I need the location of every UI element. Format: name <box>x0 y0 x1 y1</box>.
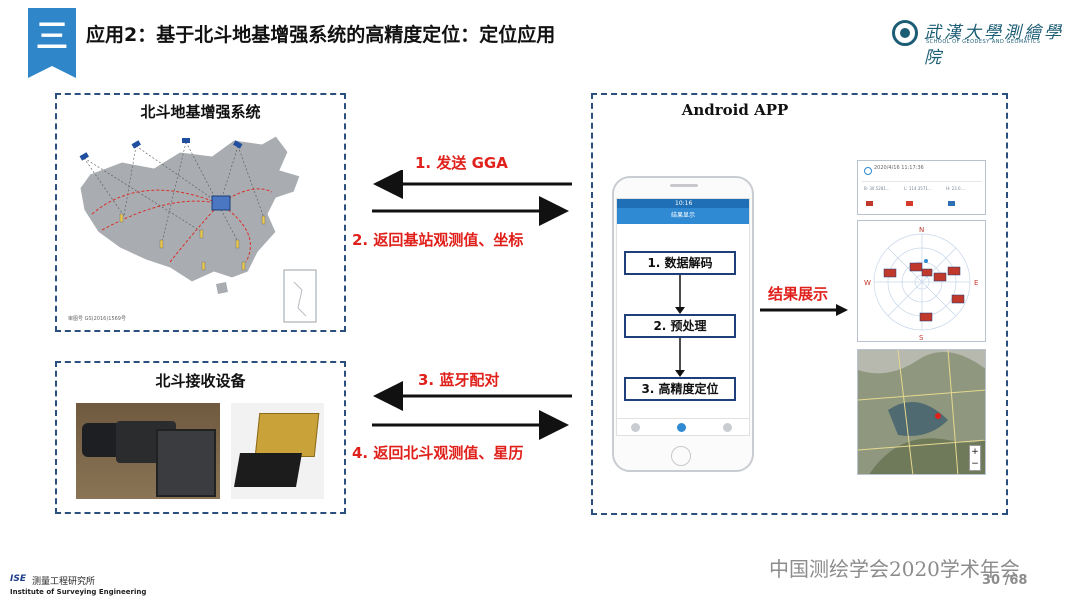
phone-speaker <box>670 184 698 187</box>
university-logo-icon <box>892 20 918 46</box>
position-marker-icon <box>935 413 941 419</box>
step-decode: 1. 数据解码 <box>624 251 736 275</box>
phone-home-button[interactable] <box>671 446 691 466</box>
flag-icon <box>948 201 955 206</box>
status-time: 10:16 <box>675 200 693 207</box>
arrow-label-4: 4. 返回北斗观测值、星历 <box>352 444 524 462</box>
receiver-photo-2 <box>231 403 324 499</box>
app-title-bar: 结果显示 <box>617 208 749 224</box>
station-icon <box>159 239 164 249</box>
china-map-illustration: 审图号 GS(2016)1569号 <box>68 135 317 323</box>
android-app-title: Android APP <box>681 101 789 119</box>
satellite-flag-icon <box>883 268 897 278</box>
page-title: 应用2：基于北斗地基增强系统的高精度定位：定位应用 <box>86 24 556 46</box>
arrow-label-2: 2. 返回基站观测值、坐标 <box>352 231 524 249</box>
satellite-icon <box>182 138 190 143</box>
section-glyph: 三 <box>35 17 68 55</box>
zoom-control: + − <box>969 445 981 471</box>
station-icon <box>201 261 206 271</box>
org-english-name: Institute of Surveying Engineering <box>10 588 147 596</box>
satellite-flag-icon <box>919 312 933 322</box>
result-info-panel: 2020/4/16 11:17:36 B: 30.5281... L: 114.… <box>857 160 986 215</box>
skyplot-chart: N S E W <box>864 226 978 342</box>
home-tab-icon[interactable] <box>631 423 640 432</box>
cors-system-box <box>55 93 346 332</box>
receiver-photo-1 <box>76 403 220 499</box>
satellite-icon <box>79 152 89 161</box>
result-datetime: 2020/4/16 11:17:36 <box>874 165 924 171</box>
logo-chinese-name: 武漢大學測繪學院 <box>924 23 1064 68</box>
zoom-out-button[interactable]: − <box>971 459 979 469</box>
flag-icon <box>906 201 913 206</box>
flow-arrows <box>675 275 685 377</box>
station-icon <box>241 261 246 271</box>
logo-english-name: SCHOOL OF GEODESY AND GEOMATICS <box>926 39 1041 45</box>
map-panel: + − <box>857 349 986 475</box>
station-icon <box>199 229 204 239</box>
comm-arrows <box>372 170 572 440</box>
android-app-box <box>591 93 1008 515</box>
coord-h: H: 23.0.... <box>946 186 966 191</box>
map-caption: 审图号 GS(2016)1569号 <box>68 315 126 322</box>
coord-b: B: 30.5281... <box>864 186 890 191</box>
receiver-title: 北斗接收设备 <box>155 372 246 390</box>
satellite-flag-icon <box>947 266 961 276</box>
result-tab-icon[interactable] <box>677 423 686 432</box>
satellite-flag-icon <box>921 268 933 277</box>
satellite-flag-icon <box>933 272 947 282</box>
result-label: 结果展示 <box>768 285 829 303</box>
conference-name: 中国测绘学会2020学术年会 <box>769 557 1020 581</box>
server-icon <box>211 195 231 211</box>
dir-s: S <box>919 334 924 342</box>
dir-w: W <box>864 279 871 287</box>
arrow-label-3: 3. 蓝牙配对 <box>418 371 500 389</box>
station-icon <box>119 213 124 223</box>
satellite-icon <box>131 140 141 149</box>
satellite-map <box>858 350 985 474</box>
dir-n: N <box>919 226 924 234</box>
page-number: 30 /68 <box>982 573 1028 588</box>
clock-icon <box>864 167 872 175</box>
flag-icon <box>866 201 873 206</box>
zoom-in-button[interactable]: + <box>971 447 979 457</box>
org-chinese-name: 测量工程研究所 <box>32 577 96 587</box>
org-tag: ISE <box>10 574 26 584</box>
step-positioning: 3. 高精度定位 <box>624 377 736 401</box>
satellite-flag-icon <box>909 262 923 272</box>
coord-l: L: 114.3571... <box>904 186 932 191</box>
cors-system-title: 北斗地基增强系统 <box>140 103 261 121</box>
station-icon <box>261 215 266 225</box>
status-bar: 10:16 <box>617 199 749 208</box>
step-preprocess: 2. 预处理 <box>624 314 736 338</box>
profile-tab-icon[interactable] <box>723 423 732 432</box>
receiver-box <box>55 361 346 514</box>
arrow-label-1: 1. 发送 GGA <box>415 154 508 172</box>
result-arrow <box>760 304 848 316</box>
section-marker: 三 <box>28 8 76 78</box>
dir-e: E <box>974 279 978 287</box>
station-icon <box>235 239 240 249</box>
satellite-icon <box>233 140 243 149</box>
skyplot-panel: N S E W <box>857 220 986 342</box>
satellite-dot-icon <box>924 259 928 263</box>
bottom-nav <box>617 418 749 437</box>
satellite-flag-icon <box>951 294 965 304</box>
